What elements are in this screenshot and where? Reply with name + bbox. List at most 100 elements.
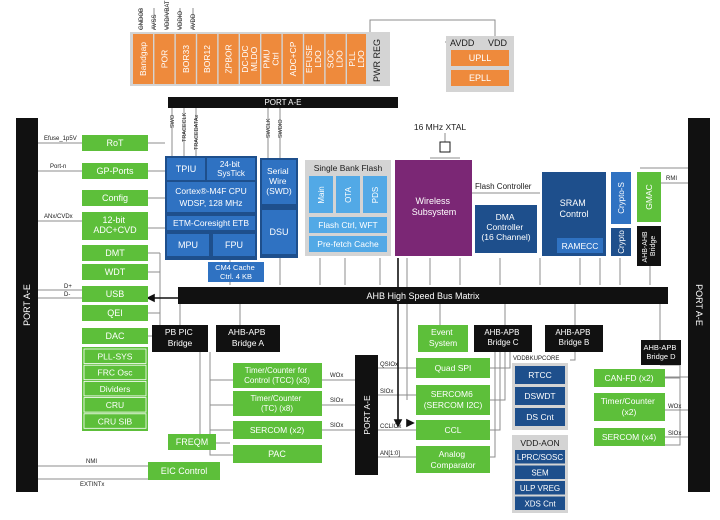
mid-signal-labels: WOx SIOx SIOx QSIOx SIOx CCLIOx AN[1:0] … [330,356,681,457]
power-block-label-line: BOR12 [202,45,212,73]
wireless-block [395,160,472,256]
swd-line3: (SWD) [266,186,292,196]
power-block-label-line: BOR33 [181,45,191,73]
dswdt-label: DSWDT [524,391,555,401]
power-block-label-line: LDO [335,50,345,68]
flash-bank-label: OTA [344,186,353,203]
bridge-d-line2: Bridge D [646,352,676,361]
power-block-label-line: DC-DC [240,45,250,72]
power-block-label-line: POR [159,50,169,68]
tc-block [233,391,322,416]
pin-label: VDD/VBAT [165,0,171,30]
power-block-label: BOR33 [181,45,191,73]
bus-matrix [178,287,668,304]
cache-label: CM4 Cache Ctrl. 4 KB [215,263,257,281]
right-tc-block [594,393,665,421]
swd-line2: Wire [269,176,287,186]
aon-item-label: ULP VREG [520,484,560,493]
rtcc-label: RTCC [528,370,551,380]
gmac-block [637,172,661,222]
freqm-block [168,434,216,450]
power-block-label: Bandgap [138,42,148,76]
traceclk-label: TRACECLK [182,112,188,142]
tpiu-label: TPIU [176,164,197,174]
sercom6-line2: (SERCOM I2C) [424,400,483,410]
bridge-b-line2: Bridge B [559,338,590,347]
ds-cnt-block [515,408,565,426]
power-block-label-line: LDO [356,50,366,68]
wdt-block [82,264,148,280]
ahb-ahb-line1: AHB-AHB [642,231,649,262]
bridge-a-line1: AHB-APB [228,327,266,337]
etm-block [167,216,255,230]
analog-line1: Analog [439,449,466,459]
wox2-label: WOx [668,404,681,410]
power-block-label: SOCLDO [326,50,345,68]
dswdt-block [515,387,565,405]
systick-line1: 24-bit [220,160,241,169]
ahb-ahb-line2: Bridge [650,236,657,256]
power-block-label-line: LDO [313,50,323,68]
vddbk-label: VDDBKUPCORE [513,356,559,362]
aon-item [515,465,565,479]
eic-label: EIC Control [161,466,208,476]
crypto-label: Crypto [617,230,626,254]
swd-line1: Serial [267,166,289,176]
swdio-label: SWDIO [278,119,284,138]
power-block-label-line: ZPBOR [224,44,234,73]
power-block [133,34,153,84]
tc-line1: Timer/Counter [250,394,301,403]
avdd-label: AVDD [450,38,475,48]
cclx-label: CCLIOx [380,424,401,430]
ramecc-block [557,238,603,253]
sercom6-label: SERCOM6 (SERCOM I2C) [424,389,483,410]
sram-label: SRAM Control [559,198,588,219]
port-n-label: Port-n [50,164,66,170]
pin-label: VDDIO [178,11,184,30]
event-line1: Event [431,327,453,337]
flash-ctrl-block [309,217,387,233]
dmt-block [82,245,148,261]
rmi-label: RMI [666,176,677,182]
tc-line2: (TC) (x8) [261,404,293,413]
power-block [304,34,325,84]
dma-block [475,205,537,253]
core-block [167,182,255,212]
tcc-line2: Control (TCC) (x3) [244,376,310,385]
tcc-label: Timer/Counter for Control (TCC) (x3) [244,366,310,385]
pin-label: AVSS [152,14,158,30]
aon-item [515,481,565,495]
bus-matrix-label: AHB High Speed Bus Matrix [366,291,480,301]
clock-stack-item [83,413,147,429]
dac-label: DAC [105,331,125,341]
power-block [240,34,260,84]
tc-label: Timer/Counter (TC) (x8) [250,394,303,413]
freqm-label: FREQM [176,437,209,447]
aon-title: VDD-AON [520,438,559,448]
port-bar-right [688,118,710,492]
swd-label: Serial Wire (SWD) [266,166,292,196]
bridge-c [474,325,532,352]
pwr-reg-box [366,32,388,86]
dma-line2: Controller [486,222,523,232]
quad-spi-block [416,358,490,378]
systick-line2: SysTick [217,169,246,178]
systick-label: 24-bit SysTick [217,160,246,178]
usb-block [82,286,148,302]
event-system-label: Event System [429,327,457,348]
efuse-label: Efuse_1p5V [44,136,77,142]
power-block-label-line: PLL [347,51,357,66]
tcc-block [233,363,322,388]
cache-line2: Ctrl. 4 KB [220,272,252,281]
power-block-label: PMUCtrl [261,50,280,69]
rtcc-block [515,366,565,384]
extint-label: EXTINTx [80,482,104,488]
gp-ports-label: GP-Ports [96,166,134,176]
adc-label: 12-bit ADC+CVD [93,215,137,235]
aon-item-label: SEM [531,469,549,478]
wdt-label: WDT [105,267,126,277]
